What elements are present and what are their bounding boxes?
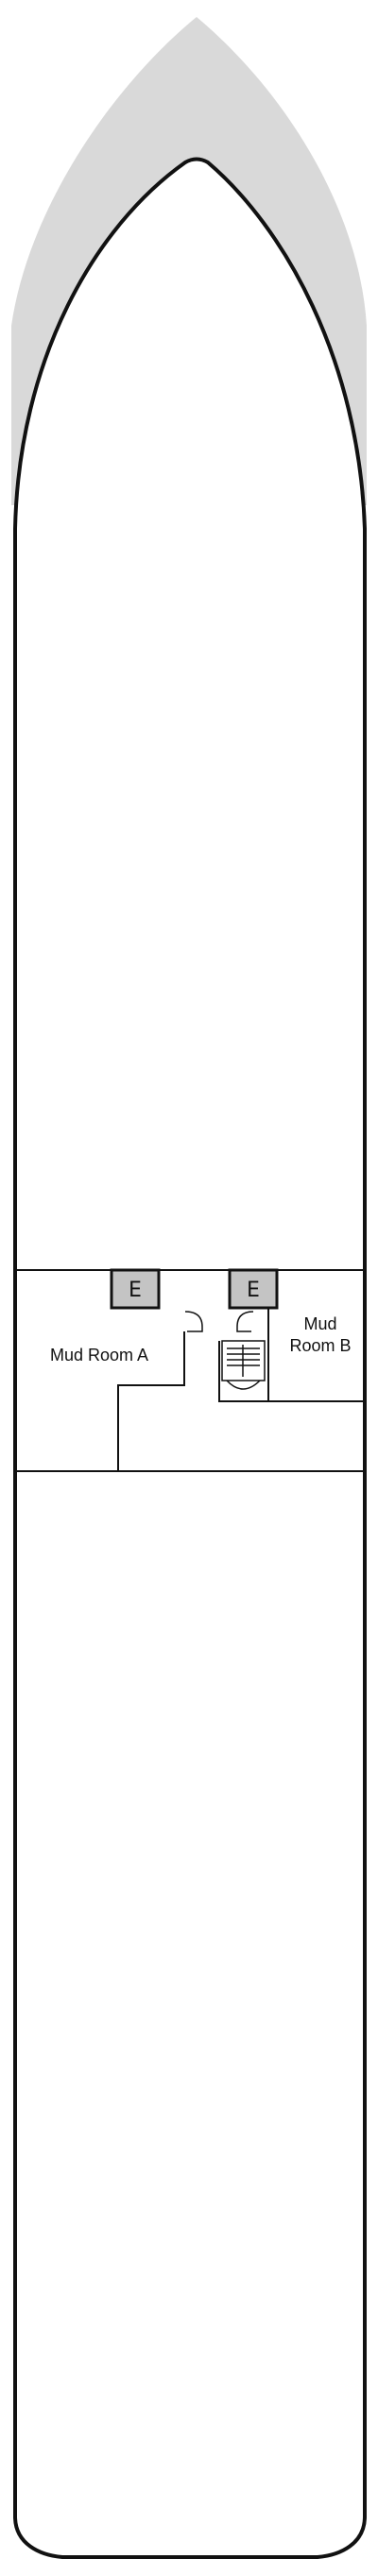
hull-outline: [13, 157, 367, 2559]
elevator-a: [110, 1268, 161, 1310]
elevator-a-label: E: [129, 1279, 142, 1302]
door-swing-a: [184, 1311, 203, 1332]
mud-room-b-label-line2: Room B: [289, 1336, 351, 1355]
mud-room-a-wall: [117, 1331, 185, 1471]
door-swing-b: [236, 1311, 254, 1332]
stairs-icon: [221, 1340, 266, 1390]
stair-block-wall: [218, 1341, 268, 1402]
mud-room-b-wall: [267, 1303, 363, 1402]
mud-room-b-label-line1: Mud: [303, 1314, 336, 1333]
elevator-b: [228, 1268, 279, 1310]
mud-room-a-label: Mud Room A: [50, 1346, 148, 1364]
elevator-b-label: E: [247, 1279, 260, 1302]
mud-room-zone: E E Mud Room A Mud Room B: [17, 1268, 363, 1472]
